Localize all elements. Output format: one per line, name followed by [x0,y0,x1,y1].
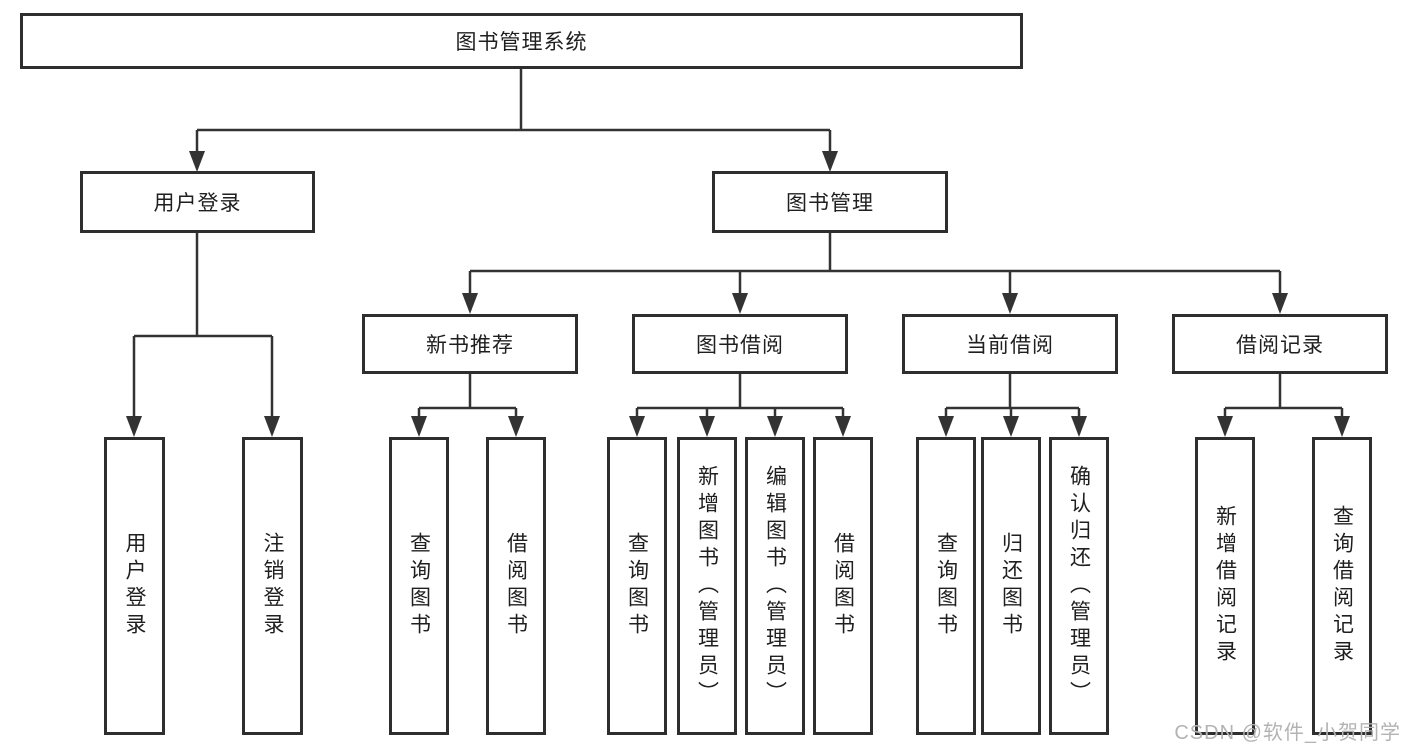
leaf-bb-borrow-books-label: 借阅图书 [831,532,855,640]
node-new-book-recommend: 新书推荐 [362,314,578,374]
arrowhead-down-icon [126,416,142,437]
node-book-borrowing-label: 图书借阅 [696,334,784,357]
leaf-bb-query-books: 查询图书 [607,437,667,735]
leaf-nb-borrow-books: 借阅图书 [486,437,546,735]
leaf-cb-query-books: 查询图书 [916,437,976,735]
leaf-logout-label: 注销登录 [261,532,284,640]
node-book-management-label: 图书管理 [786,192,874,215]
arrowhead-down-icon [1217,416,1233,437]
arrowhead-down-icon [411,416,427,437]
arrowhead-down-icon [629,416,645,437]
leaf-cb-confirm-return-admin-label: 确认归还（管理员） [1067,464,1091,708]
leaf-bb-borrow-books: 借阅图书 [813,437,873,735]
leaf-cb-query-books-label: 查询图书 [934,532,958,640]
leaf-cb-confirm-return-admin: 确认归还（管理员） [1049,437,1109,735]
leaf-br-add-record: 新增借阅记录 [1195,437,1255,735]
node-current-borrowing-label: 当前借阅 [966,334,1054,357]
csdn-watermark: CSDN @软件_小贺同学 [1174,722,1401,744]
leaf-bb-edit-books-admin-label: 编辑图书（管理员） [763,464,787,708]
arrowhead-down-icon [508,416,524,437]
leaf-cb-return-books-label: 归还图书 [999,532,1023,640]
leaf-user-login: 用户登录 [104,437,165,735]
node-borrow-records: 借阅记录 [1172,314,1388,374]
node-new-book-recommend-label: 新书推荐 [426,334,514,357]
arrowhead-down-icon [189,151,205,172]
leaf-nb-query-books-label: 查询图书 [407,532,431,640]
arrowhead-down-icon [822,151,838,172]
arrowhead-down-icon [1272,293,1288,314]
arrowhead-down-icon [264,416,280,437]
arrowhead-down-icon [1334,416,1350,437]
node-book-borrowing: 图书借阅 [632,314,848,374]
arrowhead-down-icon [938,416,954,437]
arrowhead-down-icon [732,293,748,314]
arrowhead-down-icon [767,416,783,437]
arrowhead-down-icon [1002,293,1018,314]
node-borrow-records-label: 借阅记录 [1236,334,1324,357]
leaf-br-query-record: 查询借阅记录 [1312,437,1372,735]
leaf-nb-borrow-books-label: 借阅图书 [504,532,528,640]
leaf-nb-query-books: 查询图书 [389,437,449,735]
arrowhead-down-icon [699,416,715,437]
leaf-logout: 注销登录 [242,437,303,735]
arrowhead-down-icon [1071,416,1087,437]
node-user-login-label: 用户登录 [153,192,242,215]
node-root: 图书管理系统 [20,13,1023,69]
leaf-cb-return-books: 归还图书 [981,437,1041,735]
node-book-management: 图书管理 [712,171,948,233]
leaf-br-add-record-label: 新增借阅记录 [1213,505,1237,667]
leaf-bb-query-books-label: 查询图书 [625,532,649,640]
leaf-bb-edit-books-admin: 编辑图书（管理员） [745,437,805,735]
node-current-borrowing: 当前借阅 [902,314,1118,374]
node-user-login: 用户登录 [80,171,315,233]
leaf-bb-add-books-admin-label: 新增图书（管理员） [695,464,719,708]
arrowhead-down-icon [462,293,478,314]
leaf-bb-add-books-admin: 新增图书（管理员） [677,437,737,735]
leaf-user-login-label: 用户登录 [123,532,146,640]
arrowhead-down-icon [1003,416,1019,437]
node-root-label: 图书管理系统 [455,31,588,54]
arrowhead-down-icon [835,416,851,437]
leaf-br-query-record-label: 查询借阅记录 [1330,505,1354,667]
